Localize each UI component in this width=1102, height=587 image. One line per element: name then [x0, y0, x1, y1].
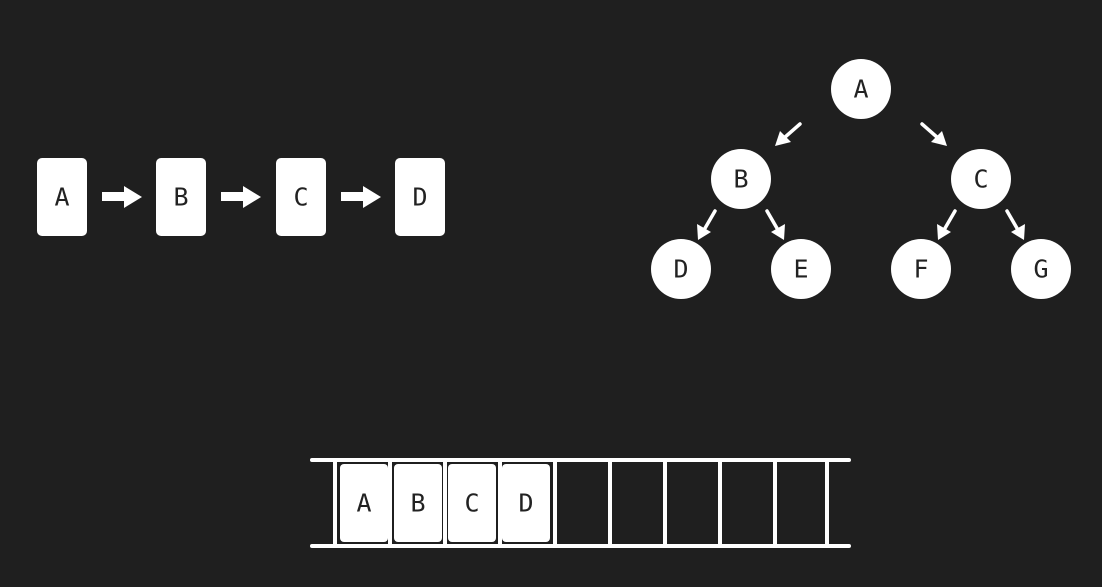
tree-edge-b-e [765, 209, 785, 240]
tree-edge-c-f [937, 209, 957, 240]
tree-edge-a-b [775, 122, 802, 146]
tree-node-label: B [733, 165, 748, 194]
list-arrow-2 [221, 186, 261, 208]
array-cell-label: A [356, 489, 371, 518]
array-cell-label: D [518, 489, 533, 518]
tree-edge-c-g [1005, 209, 1025, 240]
list-node-label: A [54, 183, 69, 212]
list-node-b: B [156, 158, 206, 236]
linked-list: A B C D [37, 158, 445, 236]
array-cell-0: A [340, 464, 388, 542]
list-node-label: C [293, 183, 308, 212]
tree-edge-a-c [920, 122, 947, 146]
list-arrow-3 [341, 186, 381, 208]
list-node-c: C [276, 158, 326, 236]
tree-node-label: G [1033, 255, 1048, 284]
tree-node-a: A [831, 59, 891, 119]
list-node-label: B [173, 183, 188, 212]
array-cell-label: B [410, 489, 425, 518]
array: A B C D [310, 458, 851, 548]
list-node-a: A [37, 158, 87, 236]
array-cell-3: D [502, 464, 550, 542]
tree-node-g: G [1011, 239, 1071, 299]
tree-node-label: D [673, 255, 688, 284]
tree-node-label: F [913, 255, 928, 284]
tree-node-d: D [651, 239, 711, 299]
tree-node-label: A [853, 75, 868, 104]
tree-node-label: C [973, 165, 988, 194]
list-node-d: D [395, 158, 445, 236]
list-arrow-1 [102, 186, 142, 208]
tree-node-label: E [793, 255, 808, 284]
array-cell-2: C [448, 464, 496, 542]
list-node-label: D [412, 183, 427, 212]
tree-node-b: B [711, 149, 771, 209]
tree-edge-b-d [697, 209, 717, 240]
array-cell-label: C [464, 489, 479, 518]
tree-node-f: F [891, 239, 951, 299]
array-cell-1: B [394, 464, 442, 542]
tree-node-c: C [951, 149, 1011, 209]
tree-node-e: E [771, 239, 831, 299]
binary-tree: A B C D E F G [651, 59, 1071, 299]
